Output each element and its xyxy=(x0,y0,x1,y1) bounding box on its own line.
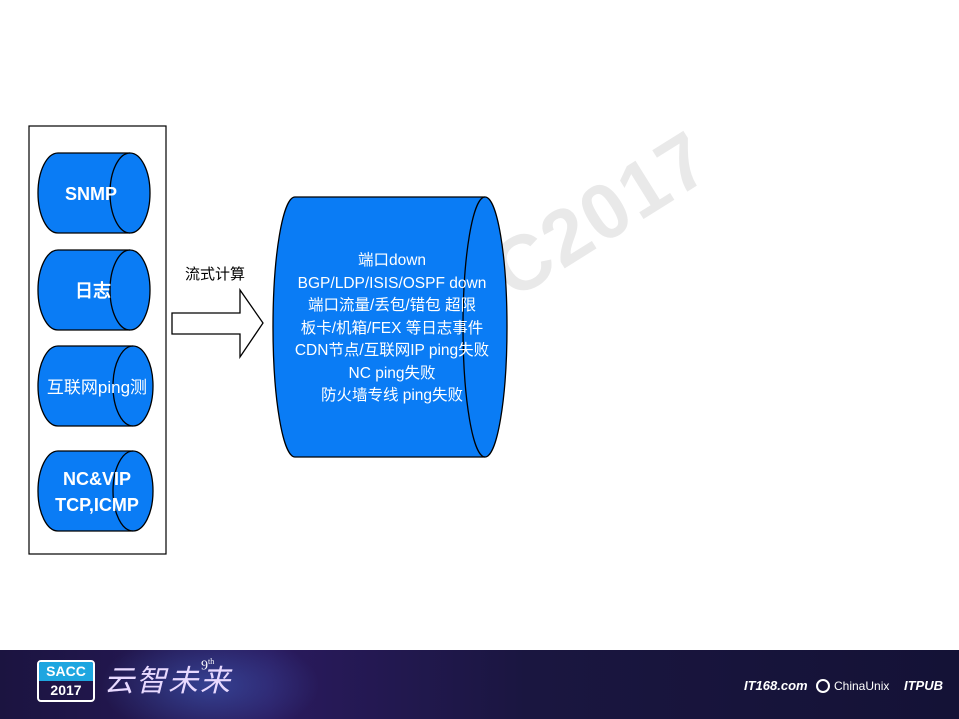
source-label: 日志 xyxy=(75,280,111,301)
event-item: 板卡/机箱/FEX 等日志事件 xyxy=(301,319,484,337)
sacc-logo-year: 2017 xyxy=(50,682,82,698)
sources-container xyxy=(28,125,167,555)
footer-glow xyxy=(100,650,320,719)
sponsor-it168-logo: IT168.com xyxy=(744,678,808,693)
arrow-label: 流式计算 xyxy=(185,265,245,283)
conference-slogan: 云智未来 xyxy=(104,664,232,699)
sacc-logo-top: SACC xyxy=(39,662,93,681)
event-item: BGP/LDP/ISIS/OSPF down xyxy=(298,275,487,292)
sponsor-itpub-logo: ITPUB xyxy=(904,678,943,693)
event-item: CDN节点/互联网IP ping失败 xyxy=(295,341,489,359)
source-label: SNMP xyxy=(65,184,117,204)
sacc-logo: SACC 2017 xyxy=(37,660,95,702)
events-cylinder: 端口down BGP/LDP/ISIS/OSPF down 端口流量/丢包/错包… xyxy=(272,196,508,458)
slide: SACC2017 SNMP 日志 互联网ping测 NC&VIP TCP,ICM… xyxy=(28,113,725,555)
source-label: NC&VIP xyxy=(63,469,131,489)
edition-value: 9 xyxy=(201,658,208,674)
edition-suffix: th xyxy=(208,657,215,666)
source-cylinder-snmp: SNMP xyxy=(37,152,151,234)
footer-banner xyxy=(0,650,959,719)
event-item: 端口down xyxy=(358,251,426,269)
event-item: 防火墙专线 ping失败 xyxy=(321,386,463,404)
source-cylinder-ping: 互联网ping测 xyxy=(37,345,154,427)
source-cylinder-logs: 日志 xyxy=(37,249,151,331)
source-cylinder-nc-vip: NC&VIP TCP,ICMP xyxy=(37,450,154,532)
flow-arrow: 流式计算 xyxy=(171,265,264,360)
flow-diagram: SNMP 日志 互联网ping测 NC&VIP TCP,ICMP 流式计算 xyxy=(28,125,508,555)
event-item: NC ping失败 xyxy=(349,364,436,382)
source-label: TCP,ICMP xyxy=(55,495,139,515)
source-label: 互联网ping测 xyxy=(47,378,147,397)
edition-number: 9th xyxy=(201,657,214,675)
sponsor-chinaunix-logo: ChinaUnix xyxy=(834,679,890,693)
event-item: 端口流量/丢包/错包 超限 xyxy=(308,296,476,314)
chinaunix-icon xyxy=(816,679,830,693)
